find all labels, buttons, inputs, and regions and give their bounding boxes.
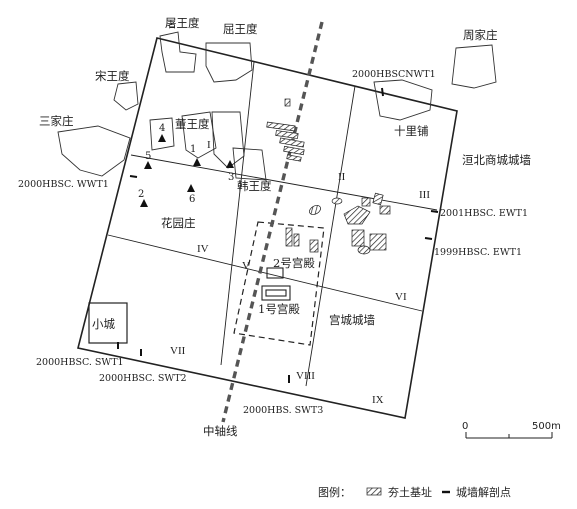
city-wall-outline bbox=[77, 37, 458, 419]
site-number-4: 4 bbox=[159, 123, 165, 134]
section-swt3: 2000HBS. SWT3 bbox=[243, 405, 323, 416]
scale-bar bbox=[465, 432, 553, 439]
section-ewt1-2001: 2001HBSC. EWT1 bbox=[440, 208, 528, 219]
zone-grid bbox=[107, 61, 438, 387]
section-wwt1: 2000HBSC. WWT1 bbox=[18, 179, 109, 190]
label-quwangdu: 屈王度 bbox=[223, 22, 258, 36]
zone-label-1: I bbox=[207, 139, 211, 151]
label-songwangdu: 宋王度 bbox=[95, 69, 130, 83]
label-palace-wall: 宫城城墙 bbox=[329, 313, 375, 327]
palace-foundations bbox=[261, 267, 291, 301]
legend-hatch-swatch bbox=[366, 487, 382, 496]
label-city-wall: 洹北商城城墙 bbox=[462, 153, 531, 167]
scale-end: 500m bbox=[532, 421, 561, 432]
zone-label-3: III bbox=[419, 189, 430, 201]
label-tuwangdu: 屠王度 bbox=[165, 16, 200, 30]
label-dongwangdu: 董王度 bbox=[175, 117, 210, 131]
scale-start: 0 bbox=[462, 421, 468, 432]
zone-label-5: V bbox=[242, 260, 250, 272]
label-huayuanzhuang: 花园庄 bbox=[161, 216, 196, 230]
zone-label-4: IV bbox=[197, 243, 209, 255]
zone-label-2: II bbox=[338, 171, 346, 183]
section-ewt1-1999: 1999HBSC. EWT1 bbox=[434, 247, 522, 258]
central-axis-line bbox=[221, 21, 324, 423]
site-number-2: 2 bbox=[138, 189, 144, 200]
section-nwt1: 2000HBSCNWT1 bbox=[352, 69, 436, 80]
small-city-outline bbox=[88, 302, 128, 344]
label-palace-2: 2号宫殿 bbox=[273, 256, 315, 270]
section-swt1: 2000HBSC. SWT1 bbox=[36, 357, 124, 368]
site-number-5: 5 bbox=[145, 151, 151, 162]
zone-label-9: IX bbox=[372, 394, 384, 406]
wall-section-markers bbox=[117, 87, 439, 383]
label-palace-1: 1号宫殿 bbox=[258, 302, 300, 316]
rammed-earth-foundations bbox=[266, 98, 391, 255]
palace-city-wall bbox=[233, 221, 325, 346]
label-hanwangdu: 韩王度 bbox=[237, 179, 272, 193]
site-number-1: 1 bbox=[190, 144, 196, 155]
label-sanjiazhuang: 三家庄 bbox=[39, 114, 74, 128]
site-number-3: 3 bbox=[228, 172, 234, 183]
zone-label-6: VI bbox=[395, 291, 407, 303]
label-zhoujiazhuang: 周家庄 bbox=[463, 28, 498, 42]
legend-title: 图例： bbox=[318, 485, 351, 499]
site-triangles bbox=[140, 134, 234, 207]
label-central-axis: 中轴线 bbox=[203, 424, 238, 438]
label-shilipu: 十里铺 bbox=[394, 124, 429, 138]
legend-rammed-earth: 夯土基址 bbox=[388, 485, 432, 499]
legend-wall-section: 城墙解剖点 bbox=[456, 485, 511, 499]
label-small-city: 小城 bbox=[92, 317, 115, 331]
village-outlines bbox=[57, 31, 497, 181]
site-number-6: 6 bbox=[189, 194, 195, 205]
zone-label-8: VIII bbox=[296, 370, 315, 382]
zone-label-7: VII bbox=[170, 345, 186, 357]
section-swt2: 2000HBSC. SWT2 bbox=[99, 373, 187, 384]
